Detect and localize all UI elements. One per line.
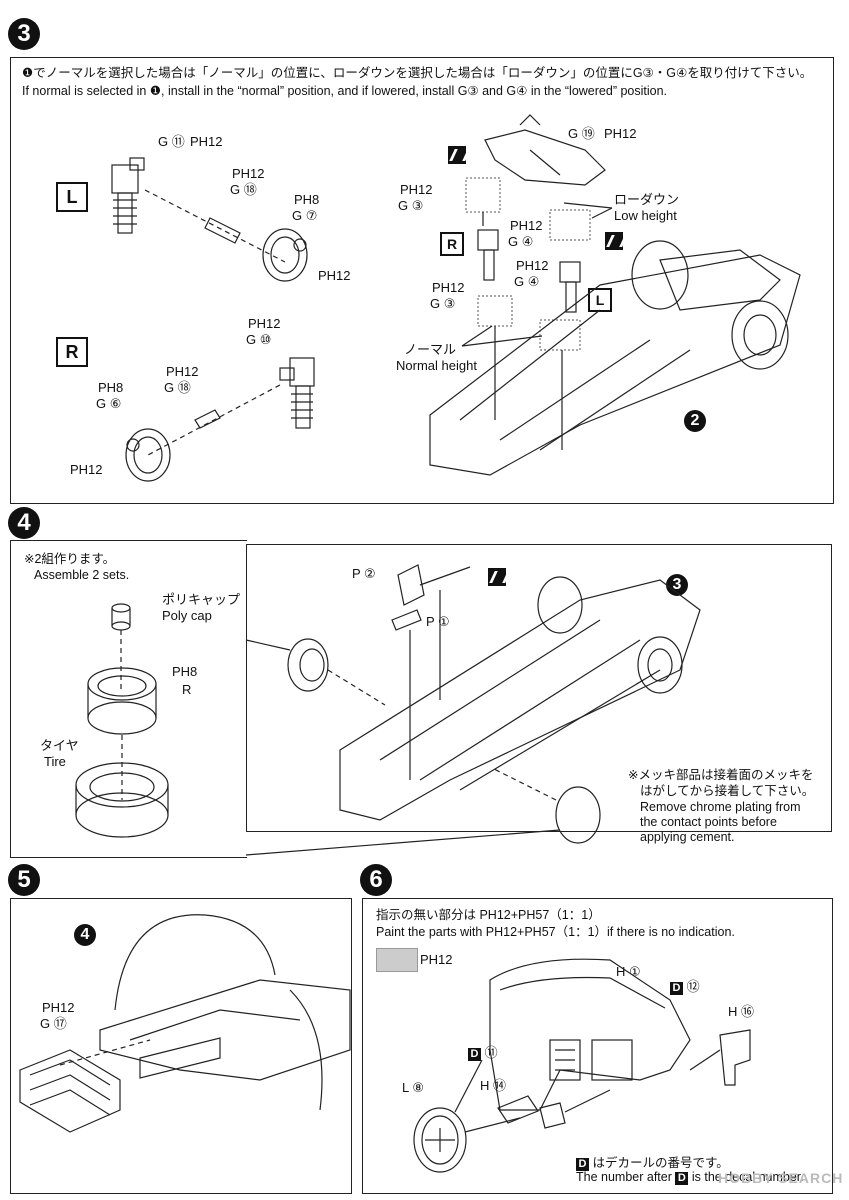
callout-4: 4: [74, 924, 96, 946]
decal-11-label: D ⑪: [468, 1042, 498, 1061]
paint-ph12-label: PH12: [248, 316, 281, 331]
paint-ph12-label: PH12: [190, 134, 223, 149]
part-g17-label: G ⑰: [40, 1016, 67, 1031]
decal-12-label: D ⑫: [670, 976, 700, 995]
chrome-note-jp-1: ※メッキ部品は接着面のメッキを: [628, 768, 814, 782]
step-3-number: 3: [8, 18, 40, 50]
part-g18-label: G ⑱: [230, 182, 257, 197]
normal-jp-label: ノーマル: [404, 342, 457, 357]
chrome-note-en-3: applying cement.: [640, 830, 735, 844]
decal-note-jp: はデカールの番号です。: [592, 1156, 729, 1170]
paint-ph12-label: PH12: [432, 280, 465, 295]
step-4-left-panel: [10, 540, 247, 858]
paint-ph12-label: PH12: [166, 364, 199, 379]
step-3-instruction-jp: ❶でノーマルを選択した場合は「ノーマル」の位置に、ローダウンを選択した場合は「ロ…: [22, 66, 813, 80]
part-g4-label: G ④: [508, 234, 534, 249]
paint-ph12-label: PH12: [516, 258, 549, 273]
callout-2: 2: [684, 410, 706, 432]
part-g10-label: G ⑩: [246, 332, 272, 347]
decal-number: ⑫: [686, 979, 700, 994]
step-4-right-panel: [246, 544, 832, 832]
step-4-note-en: Assemble 2 sets.: [34, 568, 130, 582]
side-label-r: R: [440, 232, 464, 256]
part-h14-label: H ⑭: [480, 1078, 507, 1093]
part-g3-label: G ③: [430, 296, 456, 311]
chrome-part-icon: [448, 146, 466, 164]
step-6-paint-en: Paint the parts with PH12+PH57（1：1）if th…: [376, 925, 735, 939]
side-label-l: L: [588, 288, 612, 312]
chrome-note-jp-2: はがしてから接着して下さい。: [640, 784, 815, 798]
part-g4-label: G ④: [514, 274, 540, 289]
part-g6-label: G ⑥: [96, 396, 122, 411]
swatch-label: PH12: [420, 952, 453, 967]
decal-icon: D: [670, 982, 683, 995]
polycap-en-label: Poly cap: [162, 608, 212, 623]
step-4-note-jp: ※2組作ります。: [24, 552, 116, 566]
part-g7-label: G ⑦: [292, 208, 318, 223]
paint-ph8-label: PH8: [294, 192, 320, 207]
step-5-number: 5: [8, 864, 40, 896]
paint-ph12-label: PH12: [510, 218, 543, 233]
chrome-note-en-1: Remove chrome plating from: [640, 800, 801, 814]
tire-en-label: Tire: [44, 754, 66, 769]
paint-ph12-label: PH12: [42, 1000, 75, 1015]
paint-ph8-label: PH8: [98, 380, 124, 395]
paint-ph12-label: PH12: [400, 182, 433, 197]
chrome-note-en-2: the contact points before: [640, 815, 777, 829]
paint-ph12-label: PH12: [232, 166, 265, 181]
paint-ph12-label: PH12: [604, 126, 637, 141]
step-3-instruction-en: If normal is selected in ❶, install in t…: [22, 84, 668, 98]
normal-en-label: Normal height: [396, 358, 477, 373]
side-label-l: L: [56, 182, 88, 212]
part-g19-label: G ⑲: [568, 126, 595, 141]
paint-ph12-label: PH12: [318, 268, 351, 283]
part-p2-label: P ②: [352, 566, 376, 581]
decal-icon: D: [675, 1172, 689, 1185]
polycap-jp-label: ポリキャップ: [162, 592, 241, 607]
paint-swatch: [376, 948, 418, 972]
decal-icon: D: [576, 1158, 589, 1171]
tire-jp-label: タイヤ: [40, 738, 79, 753]
decal-number: ⑪: [484, 1045, 498, 1060]
step-6-paint-jp: 指示の無い部分は PH12+PH57（1：1）: [376, 908, 601, 922]
watermark: HOBBY SEARCH: [718, 1170, 844, 1186]
decal-note-en-text: The number after: [576, 1170, 672, 1184]
lowdown-jp-label: ローダウン: [614, 192, 680, 207]
part-h16-label: H ⑯: [728, 1004, 755, 1019]
lowdown-en-label: Low height: [614, 208, 677, 223]
chrome-part-icon: [605, 232, 623, 250]
step-4-number: 4: [8, 507, 40, 539]
step-5-panel: [10, 898, 352, 1194]
part-g18-label: G ⑱: [164, 380, 191, 395]
part-l8-label: L ⑧: [402, 1080, 425, 1095]
callout-3: 3: [666, 574, 688, 596]
paint-ph12-label: PH12: [70, 462, 103, 477]
part-g11-label: G ⑪: [158, 134, 185, 149]
step-6-number: 6: [360, 864, 392, 896]
decal-icon: D: [468, 1048, 481, 1061]
decal-note-en-text-2: is the decal number.: [691, 1170, 804, 1184]
paint-ph8-label: PH8: [172, 664, 198, 679]
chrome-part-icon: [488, 568, 506, 586]
part-g3-label: G ③: [398, 198, 424, 213]
part-p1-label: P ①: [426, 614, 450, 629]
decal-note-en: The number after D is the decal number.: [576, 1170, 804, 1185]
part-r-label: R: [182, 682, 192, 697]
side-label-r: R: [56, 337, 88, 367]
decal-note: D はデカールの番号です。: [576, 1152, 729, 1171]
